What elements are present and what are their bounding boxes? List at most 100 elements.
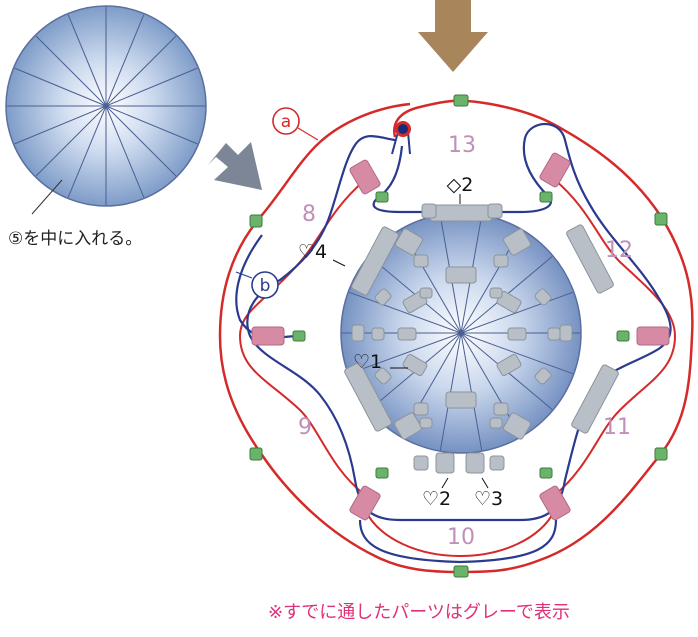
gray-part xyxy=(374,367,392,385)
disc-spoke xyxy=(105,67,198,107)
gray-part xyxy=(445,391,477,409)
pink-bead xyxy=(539,152,571,188)
gray-part xyxy=(374,288,392,306)
gray-part xyxy=(489,287,503,299)
green-bead xyxy=(249,447,263,461)
green-bead xyxy=(249,214,263,228)
green-bead xyxy=(539,191,553,203)
green-bead xyxy=(292,330,306,342)
thread-a-loop-bottom xyxy=(364,509,556,558)
heart4-leader xyxy=(332,259,346,267)
instruction-leader xyxy=(31,179,63,215)
disc-spoke xyxy=(105,105,145,198)
thread-b-label: b xyxy=(251,271,279,299)
disc-spoke xyxy=(105,105,198,145)
gray-part xyxy=(421,203,437,219)
pink-bead xyxy=(349,159,381,195)
heart3-leader xyxy=(481,477,489,489)
gray-part xyxy=(419,417,433,429)
gray-part xyxy=(496,354,522,376)
section-number-13: 13 xyxy=(448,133,476,158)
thread-a-leader xyxy=(297,127,319,141)
pink-bead xyxy=(636,326,670,346)
disc-spoke xyxy=(349,291,462,334)
gray-part xyxy=(487,203,503,219)
gray-part xyxy=(445,266,477,284)
section-number-9: 9 xyxy=(298,415,312,440)
green-bead xyxy=(539,467,553,479)
green-beads xyxy=(249,94,668,578)
thread-a-line xyxy=(218,99,694,574)
disc-spoke xyxy=(35,35,107,107)
green-bead xyxy=(375,467,389,479)
gray-part xyxy=(429,204,493,222)
thread-b-loop-bottom xyxy=(358,519,558,564)
disc-spoke xyxy=(14,105,107,145)
instruction-text: ⑤を中に入れる。 xyxy=(8,229,143,249)
gray-part xyxy=(465,452,485,474)
green-bead xyxy=(453,565,469,578)
disc-spoke xyxy=(105,105,177,177)
part-label-heart3: ♡3 xyxy=(474,488,503,510)
thread-a-label: a xyxy=(272,107,300,135)
pink-bead xyxy=(349,485,381,521)
thread-b-leader xyxy=(235,271,253,279)
gray-parts-note: ※すでに通したパーツはグレーで表示 xyxy=(268,602,570,623)
section-number-10: 10 xyxy=(447,525,475,550)
green-bead xyxy=(654,447,668,461)
svg-text:b: b xyxy=(260,276,271,296)
gray-part xyxy=(413,254,429,268)
pink-bead xyxy=(251,326,285,346)
part-label-heart4: ♡4 xyxy=(298,241,327,263)
gray-part xyxy=(503,228,531,256)
disc-spoke xyxy=(105,35,177,107)
gray-part xyxy=(402,354,428,376)
gray-part xyxy=(351,324,365,342)
gray-part xyxy=(534,367,552,385)
disc-spoke xyxy=(67,105,107,198)
gray-part xyxy=(507,327,527,341)
green-bead xyxy=(654,212,668,226)
part-5-disc xyxy=(5,5,207,207)
gray-part xyxy=(435,452,455,474)
gray-parts-group xyxy=(344,203,619,474)
part-label-heart1: ♡1 xyxy=(353,351,382,373)
gray-part xyxy=(493,254,509,268)
pink-beads xyxy=(251,152,670,521)
gray-part xyxy=(351,226,399,296)
section-number-12: 12 xyxy=(605,238,633,263)
disc-spoke xyxy=(67,14,107,107)
disc-spoke xyxy=(14,67,107,107)
gray-part xyxy=(419,287,433,299)
gray-part xyxy=(547,327,561,341)
gray-part xyxy=(493,402,509,416)
gray-part xyxy=(534,288,552,306)
gray-part xyxy=(489,417,503,429)
pink-bead xyxy=(539,485,571,521)
down-arrow-icon xyxy=(418,0,488,72)
section-number-8: 8 xyxy=(302,202,316,227)
gray-part xyxy=(413,455,429,471)
section-number-11: 11 xyxy=(603,415,631,440)
disc-spoke xyxy=(105,14,145,107)
gray-part xyxy=(371,327,385,341)
gray-part xyxy=(397,327,417,341)
disc-spoke xyxy=(35,105,107,177)
heart2-leader xyxy=(441,477,449,489)
gray-part xyxy=(559,324,573,342)
gray-part xyxy=(571,364,619,434)
green-bead xyxy=(616,330,630,342)
right-arrow-icon xyxy=(208,142,262,190)
thread-end-marker xyxy=(391,121,411,155)
disc-spoke xyxy=(349,332,462,375)
gray-part xyxy=(489,455,505,471)
gray-part xyxy=(344,362,392,432)
thread-a-loop-right xyxy=(554,179,677,496)
green-bead xyxy=(453,94,469,107)
gray-part xyxy=(566,224,614,294)
disc-spoke xyxy=(460,291,573,334)
svg-text:a: a xyxy=(281,112,291,132)
part-label-heart2: ♡2 xyxy=(422,488,451,510)
thread-a-loop-left xyxy=(238,179,366,496)
